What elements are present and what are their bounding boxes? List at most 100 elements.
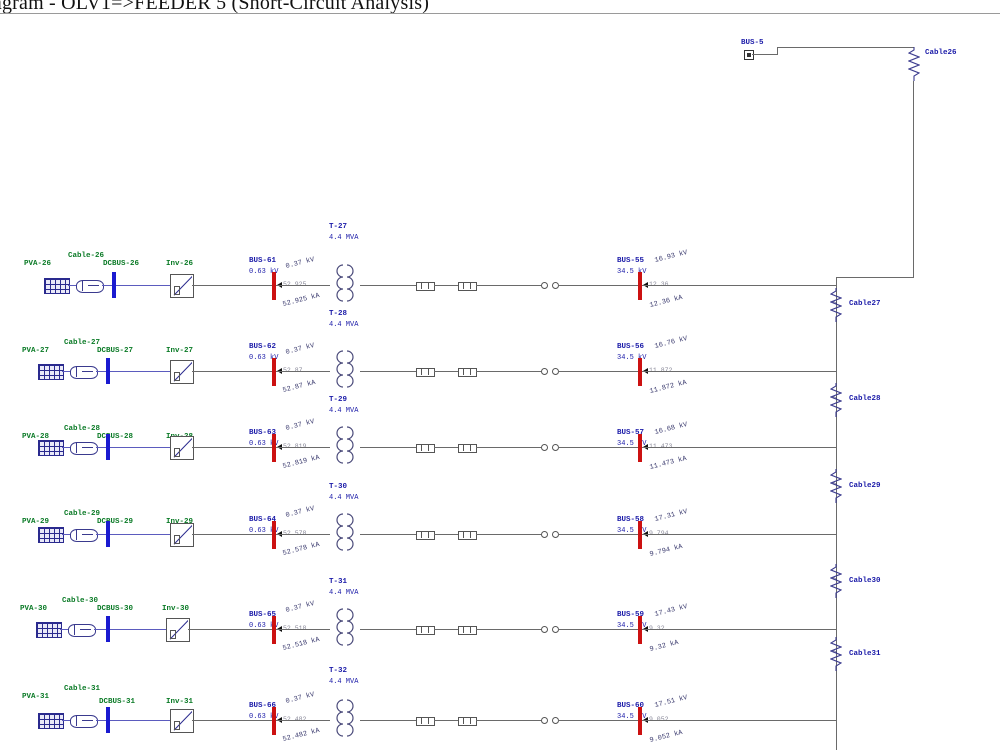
pva-label: PVA-26 bbox=[24, 260, 52, 268]
dc-cable-icon[interactable] bbox=[68, 624, 96, 637]
mv-bus-bar[interactable] bbox=[638, 434, 642, 462]
dc-cable-icon[interactable] bbox=[76, 280, 104, 293]
dcbus-to-inverter-wire bbox=[110, 534, 170, 535]
pv-array-icon[interactable] bbox=[38, 713, 64, 729]
cable29-impedance-icon[interactable]: Z bbox=[830, 469, 842, 503]
transformer-icon[interactable] bbox=[330, 512, 360, 556]
mv-bus-bar[interactable] bbox=[638, 358, 642, 386]
dc-bus-bar[interactable] bbox=[106, 358, 110, 384]
protective-device-1-icon[interactable] bbox=[416, 717, 435, 726]
lv-bus-bar[interactable] bbox=[272, 521, 276, 549]
dc-bus-bar[interactable] bbox=[112, 272, 116, 298]
dc-cable-icon[interactable] bbox=[70, 529, 98, 542]
mv-prefault-kv: 16.68 kV bbox=[653, 421, 689, 437]
protective-device-1-icon[interactable] bbox=[416, 282, 435, 291]
title-bar: ne Diagram - OLV1=>FEEDER 5 (Short-Circu… bbox=[0, 0, 1000, 18]
switch-contact-left-icon[interactable] bbox=[541, 444, 548, 451]
lv-bus-bar[interactable] bbox=[272, 616, 276, 644]
lvbus-to-xfmr-wire bbox=[276, 447, 330, 448]
cable31-label: Cable31 bbox=[849, 650, 881, 658]
cable31-impedance-icon[interactable]: Z bbox=[830, 637, 842, 671]
mvbus-to-collector-wire bbox=[642, 371, 837, 372]
lv-prefault-kv: 0.37 kV bbox=[284, 418, 316, 433]
utility-source-icon[interactable] bbox=[744, 50, 754, 60]
lv-bus-bar[interactable] bbox=[272, 434, 276, 462]
lv-bus-bar[interactable] bbox=[272, 707, 276, 735]
pv-array-icon[interactable] bbox=[38, 364, 64, 380]
protective-device-2-icon[interactable] bbox=[458, 717, 477, 726]
pva-label: PVA-30 bbox=[20, 605, 48, 613]
cable28-impedance-icon[interactable]: Z bbox=[830, 383, 842, 417]
dcbus-to-inverter-wire bbox=[110, 447, 170, 448]
cable26-impedance-icon[interactable] bbox=[908, 47, 920, 81]
mv-fault-ka: 11.872 kA bbox=[648, 378, 688, 396]
transformer-icon[interactable] bbox=[330, 349, 360, 393]
mv-bus-bar[interactable] bbox=[638, 707, 642, 735]
protective-device-2-icon[interactable] bbox=[458, 282, 477, 291]
cable27-impedance-icon[interactable]: Z bbox=[830, 288, 842, 322]
protective-device-1-icon[interactable] bbox=[416, 444, 435, 453]
dcbus-label: DCBUS-28 bbox=[97, 433, 134, 441]
dc-cable-label: Cable-26 bbox=[68, 252, 105, 260]
lv-bus-bar[interactable] bbox=[272, 358, 276, 386]
source-bus-label: BUS-5 bbox=[741, 39, 764, 47]
cable30-impedance-tag: Z bbox=[833, 576, 839, 580]
protective-device-2-icon[interactable] bbox=[458, 444, 477, 453]
cable26-label: Cable26 bbox=[925, 49, 957, 57]
mv-fault-ka: 12.36 kA bbox=[648, 294, 684, 310]
dc-bus-bar[interactable] bbox=[106, 616, 110, 642]
fuse1-to-fuse2-wire bbox=[434, 285, 458, 286]
transformer-icon[interactable] bbox=[330, 425, 360, 469]
inverter-icon[interactable] bbox=[170, 436, 194, 460]
lv-prefault-kv: 0.37 kV bbox=[284, 342, 316, 357]
transformer-icon[interactable] bbox=[330, 698, 360, 742]
pv-array-icon[interactable] bbox=[36, 622, 62, 638]
protective-device-2-icon[interactable] bbox=[458, 626, 477, 635]
mv-bus-bar[interactable] bbox=[638, 272, 642, 300]
cable30-impedance-icon[interactable]: Z bbox=[830, 564, 842, 598]
switch-contact-left-icon[interactable] bbox=[541, 282, 548, 289]
inverter-icon[interactable] bbox=[170, 709, 194, 733]
inverter-to-lvbus-wire bbox=[188, 629, 272, 630]
transformer-icon[interactable] bbox=[330, 607, 360, 651]
protective-device-2-icon[interactable] bbox=[458, 531, 477, 540]
inverter-icon[interactable] bbox=[170, 360, 194, 384]
lv-prefault-kv: 0.37 kV bbox=[284, 256, 316, 271]
collector-bus-wire bbox=[836, 277, 837, 750]
mvbus-to-collector-wire bbox=[642, 447, 837, 448]
dc-cable-icon[interactable] bbox=[70, 366, 98, 379]
lv-prefault-kv: 0.37 kV bbox=[284, 691, 316, 706]
pv-array-icon[interactable] bbox=[44, 278, 70, 294]
protective-device-1-icon[interactable] bbox=[416, 626, 435, 635]
inverter-icon[interactable] bbox=[166, 618, 190, 642]
dc-cable-icon[interactable] bbox=[70, 442, 98, 455]
switch-contact-left-icon[interactable] bbox=[541, 626, 548, 633]
transformer-rating: 4.4 MVA bbox=[329, 494, 359, 502]
switch-contact-left-icon[interactable] bbox=[541, 531, 548, 538]
pv-array-icon[interactable] bbox=[38, 440, 64, 456]
dcbus-label: DCBUS-31 bbox=[99, 698, 136, 706]
switch-contact-left-icon[interactable] bbox=[541, 368, 548, 375]
dc-bus-bar[interactable] bbox=[106, 434, 110, 460]
lvbus-to-xfmr-wire bbox=[276, 285, 330, 286]
protective-device-1-icon[interactable] bbox=[416, 368, 435, 377]
dc-cable-icon[interactable] bbox=[70, 715, 98, 728]
mv-bus-voltage: 34.5 kV bbox=[617, 354, 647, 362]
dc-bus-bar[interactable] bbox=[106, 521, 110, 547]
protective-device-2-icon[interactable] bbox=[458, 368, 477, 377]
pv-array-icon[interactable] bbox=[38, 527, 64, 543]
switch-to-mvbus-wire bbox=[558, 629, 640, 630]
mv-bus-bar[interactable] bbox=[638, 521, 642, 549]
inverter-to-lvbus-wire bbox=[192, 534, 272, 535]
inverter-icon[interactable] bbox=[170, 274, 194, 298]
protective-device-1-icon[interactable] bbox=[416, 531, 435, 540]
switch-contact-left-icon[interactable] bbox=[541, 717, 548, 724]
dc-bus-bar[interactable] bbox=[106, 707, 110, 733]
cable27-impedance-tag: Z bbox=[833, 300, 839, 304]
mv-bus-bar[interactable] bbox=[638, 616, 642, 644]
lv-bus-bar[interactable] bbox=[272, 272, 276, 300]
transformer-icon[interactable] bbox=[330, 263, 360, 307]
inverter-icon[interactable] bbox=[170, 523, 194, 547]
switch-to-mvbus-wire bbox=[558, 371, 640, 372]
